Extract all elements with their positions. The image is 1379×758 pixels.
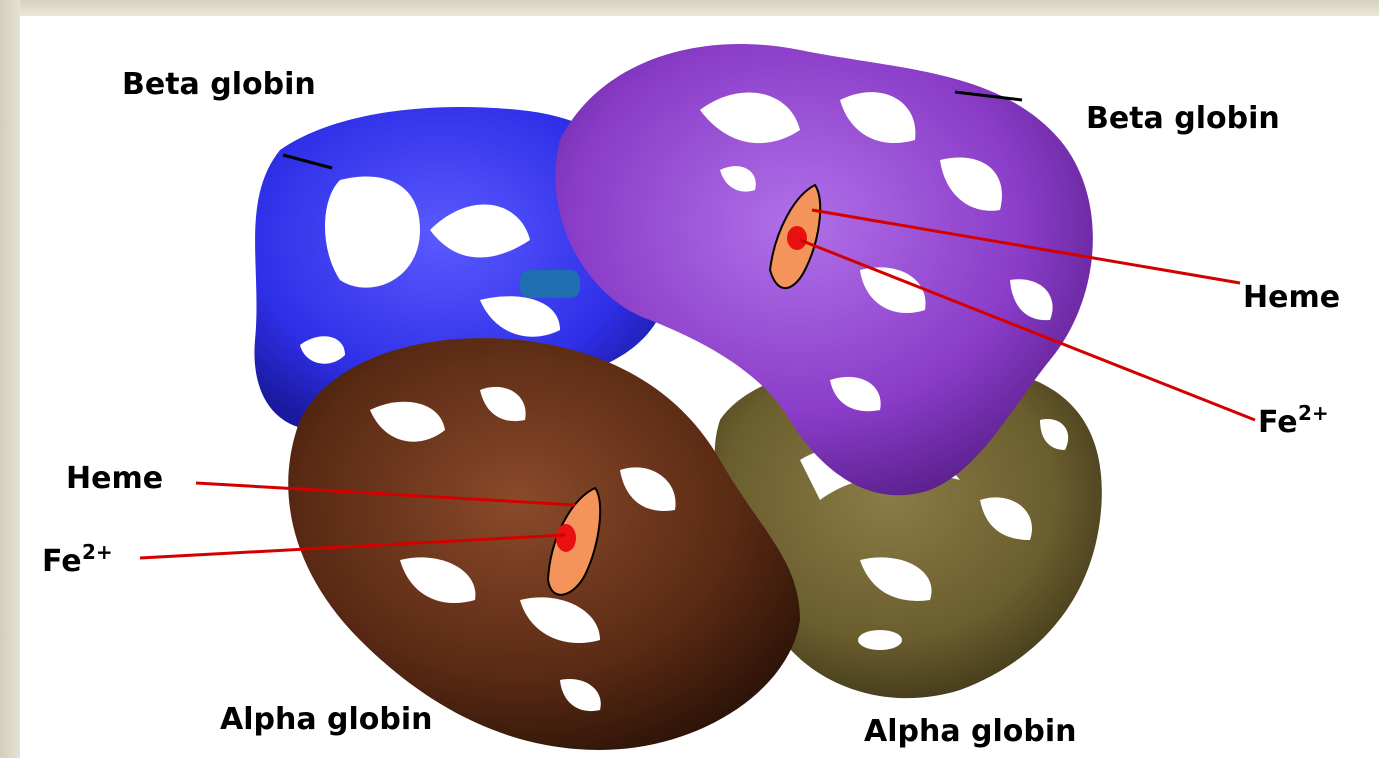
alpha-globin-left-label: Alpha globin [220, 702, 433, 737]
alpha-globin-right-label: Alpha globin [864, 714, 1077, 749]
beta-globin-right-label: Beta globin [1086, 101, 1280, 136]
fe-left-label: Fe [42, 544, 82, 579]
fe-left-superscript: 2+ [82, 540, 113, 564]
alpha-globin-left-subunit [288, 338, 800, 750]
heme-right-label: Heme [1243, 280, 1340, 315]
heme-left-label: Heme [66, 461, 163, 496]
fe-right-label: Fe [1258, 405, 1298, 440]
fe-right-superscript: 2+ [1298, 401, 1329, 425]
beta-globin-left-label: Beta globin [122, 67, 316, 102]
